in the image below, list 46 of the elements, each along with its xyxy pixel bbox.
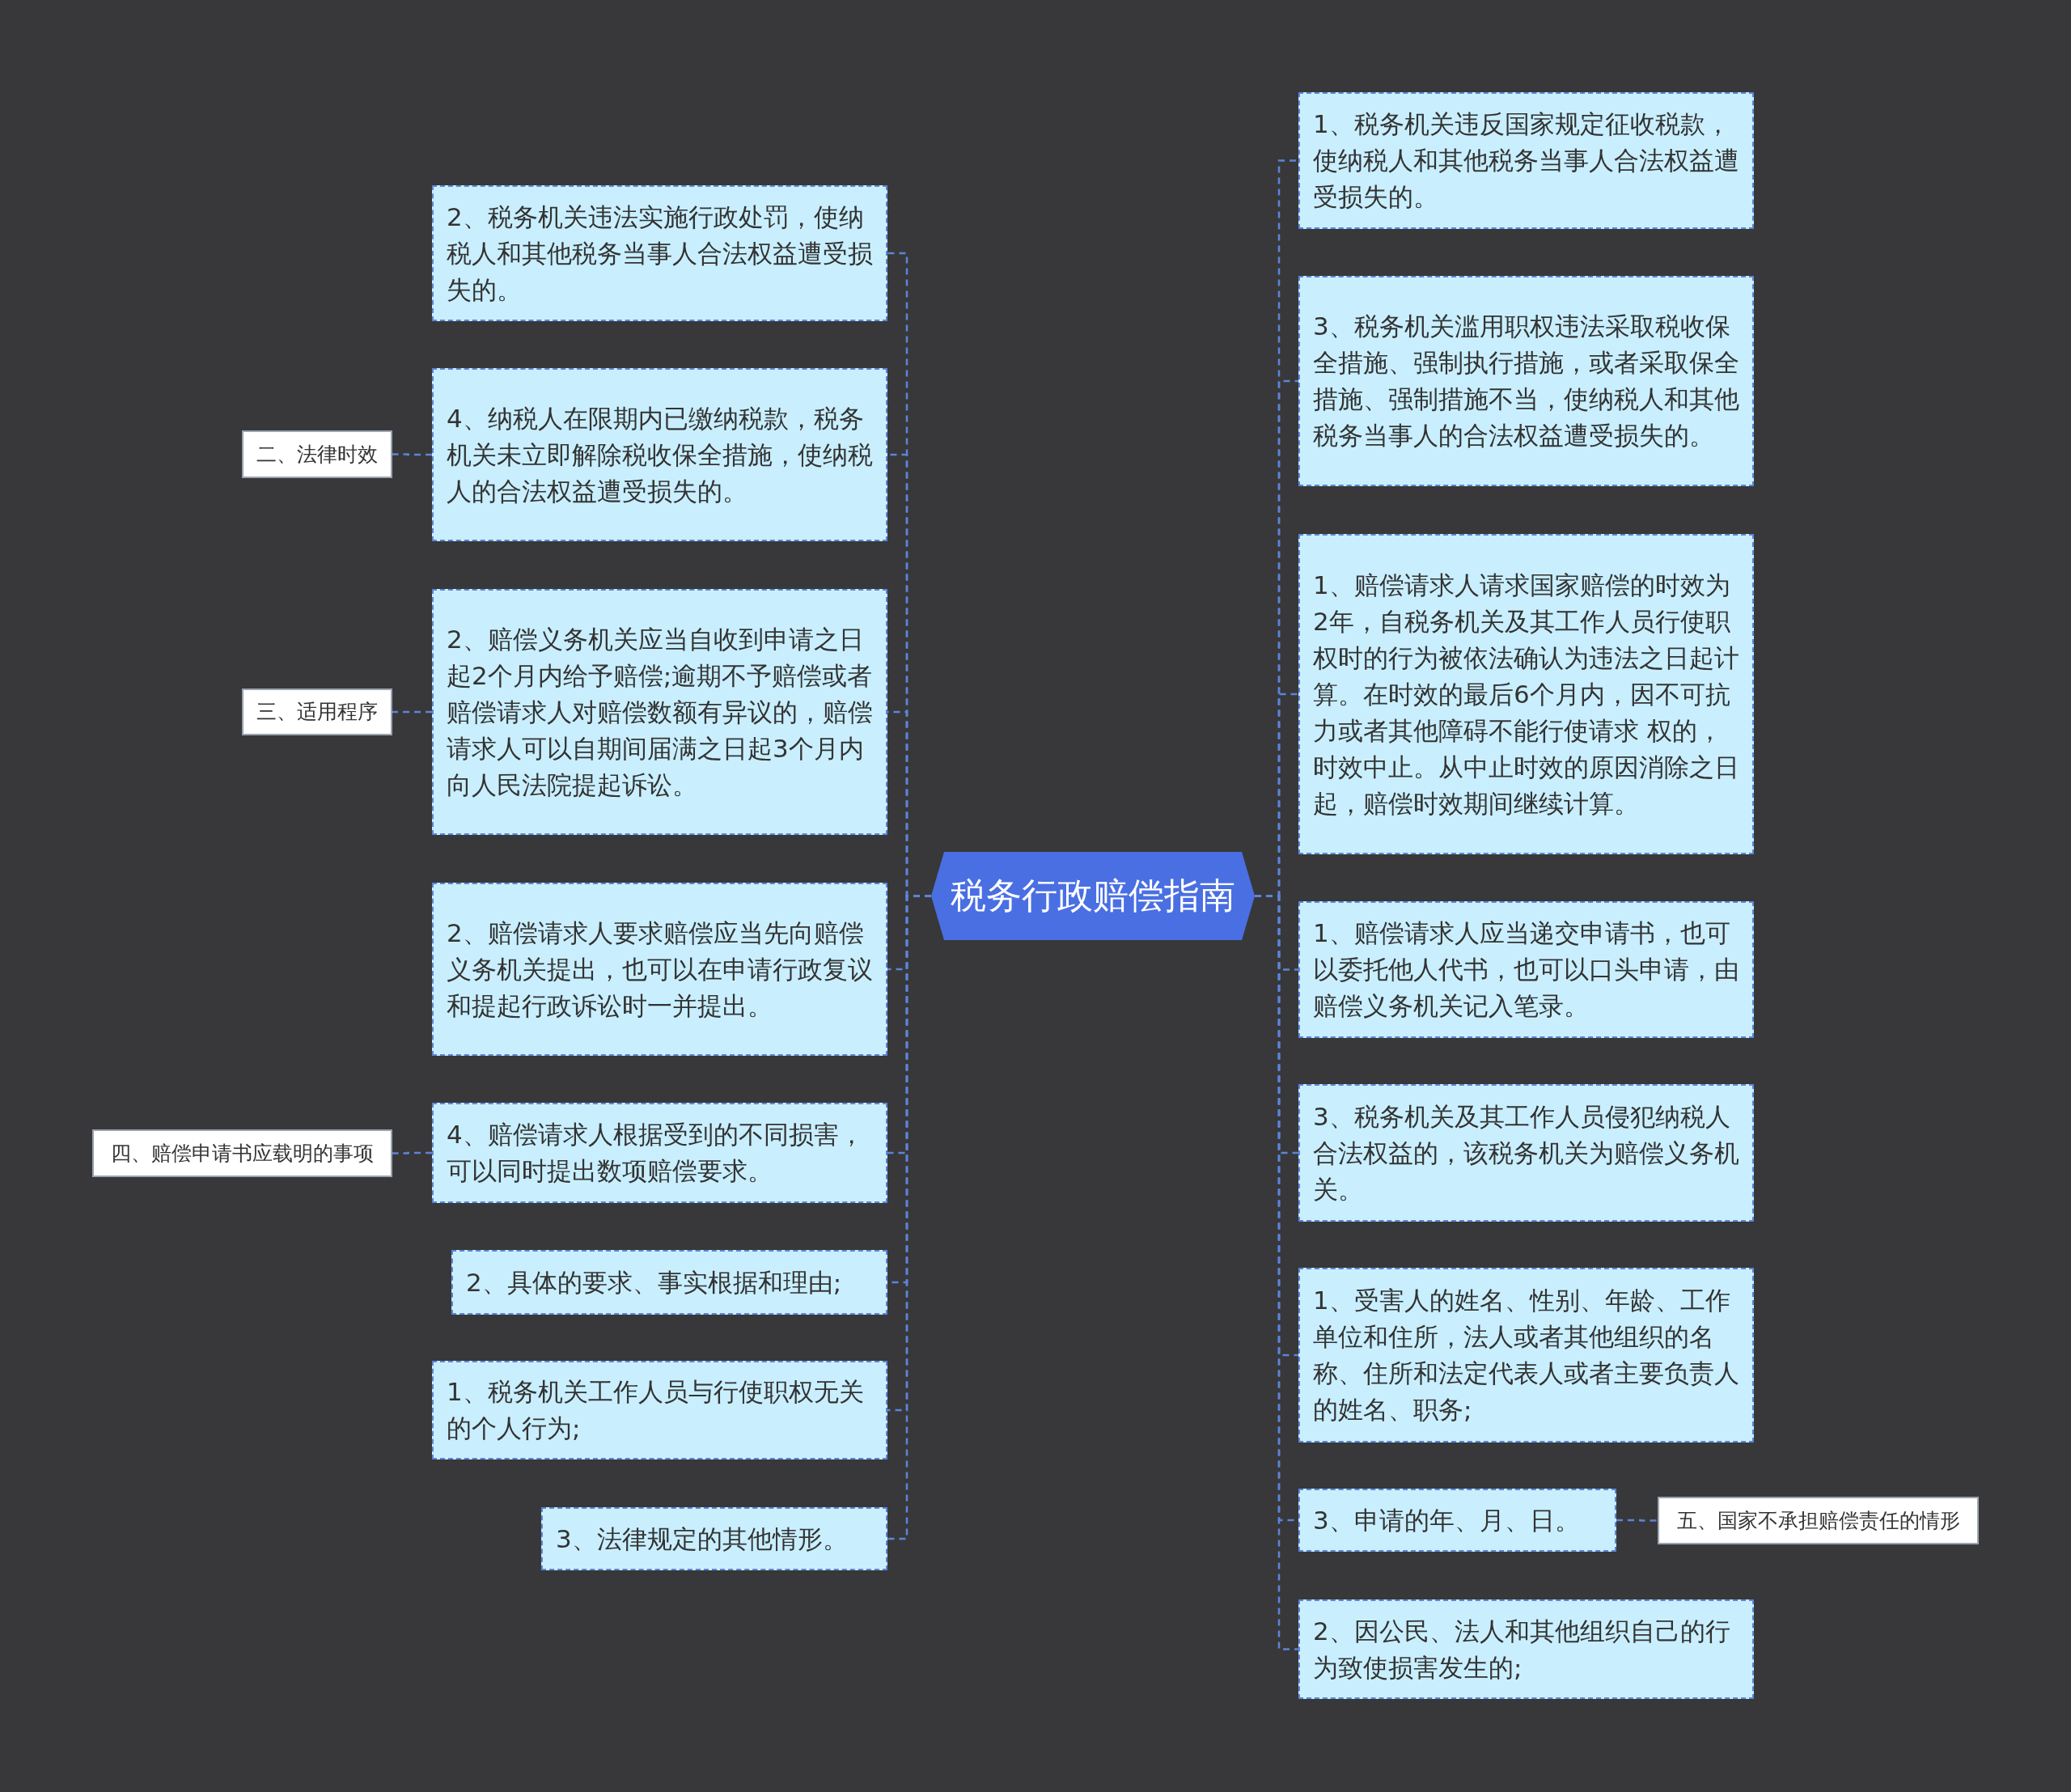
node-text: 4、赔偿请求人根据受到的不同损害，可以同时提出数项赔偿要求。 <box>447 1119 865 1187</box>
node-text: 2、具体的要求、事实根据和理由; <box>466 1266 842 1298</box>
node-text: 1、税务机关工作人员与行使职权无关的个人行为; <box>447 1376 865 1444</box>
node-text: 2、税务机关违法实施行政处罚，使纳税人和其他税务当事人合法权益遭受损失的。 <box>447 201 873 306</box>
node-text: 3、税务机关及其工作人员侵犯纳税人合法权益的，该税务机关为赔偿义务机关。 <box>1313 1100 1739 1205</box>
node-text: 3、法律规定的其他情形。 <box>556 1523 848 1555</box>
node-text: 1、赔偿请求人请求国家赔偿的时效为2年，自税务机关及其工作人员行使职权时的行为被依法确认为违法之日起计算。在时效的最后6个月内，因不可抗力或者其他障碍不能行使请求 权的，时效中止。从中止时效的原因消除之日起，赔偿时效期间继续计算。 <box>1313 569 1739 820</box>
node-text: 五、国家不承担赔偿责任的情形 <box>1676 1507 1960 1534</box>
topic-box <box>451 1250 887 1315</box>
node-text: 1、受害人的姓名、性别、年龄、工作单位和住所，法人或者其他组织的名称、住所和法定代表人或者主要负责人的姓名、职务; <box>1313 1285 1739 1426</box>
topic-box <box>1298 901 1754 1038</box>
topic-box <box>432 185 887 321</box>
topic-box <box>432 1103 887 1203</box>
topic-box <box>432 589 887 835</box>
category-label <box>92 1129 392 1177</box>
node-text: 2、赔偿义务机关应当自收到申请之日起2个月内给予赔偿;逾期不予赔偿或者赔偿请求人对赔偿数额有异议的，赔偿请求人可以自期间届满之日起3个月内向人民法院提起诉讼。 <box>447 623 873 801</box>
node-text: 4、纳税人在限期内已缴纳税款，税务机关未立即解除税收保全措施，使纳税人的合法权益遭受损失的。 <box>447 402 873 507</box>
central-topic <box>931 852 1255 940</box>
node-text: 3、申请的年、月、日。 <box>1313 1504 1580 1536</box>
connector-line <box>392 710 432 714</box>
node-text: 3、税务机关滥用职权违法采取税收保全措施、强制执行措施，或者采取保全措施、强制措施不当，使纳税人和其他税务当事人的合法权益遭受损失的。 <box>1313 311 1739 451</box>
node-text: 三、适用程序 <box>256 699 378 725</box>
topic-box <box>1298 276 1754 486</box>
category-label <box>242 688 392 735</box>
topic-box <box>1298 534 1754 854</box>
topic-box <box>1298 92 1754 229</box>
node-text: 四、赔偿申请书应载明的事项 <box>111 1140 374 1167</box>
topic-box <box>432 1361 887 1459</box>
node-text: 2、因公民、法人和其他组织自己的行为致使损害发生的; <box>1313 1615 1731 1684</box>
connector-line <box>392 1151 432 1154</box>
category-label <box>242 430 392 478</box>
topic-box <box>1298 1489 1616 1552</box>
node-text: 二、法律时效 <box>256 441 378 468</box>
topic-box <box>541 1507 887 1570</box>
topic-box <box>1298 1599 1754 1699</box>
connector-line <box>392 453 432 456</box>
category-label <box>1658 1497 1979 1544</box>
topic-box <box>1298 1268 1754 1442</box>
node-text: 2、赔偿请求人要求赔偿应当先向赔偿义务机关提出，也可以在申请行政复议和提起行政诉讼时一并提出。 <box>447 917 873 1022</box>
node-text: 1、赔偿请求人应当递交申请书，也可以委托他人代书，也可以口头申请，由赔偿义务机关记入笔录。 <box>1313 917 1739 1022</box>
node-text: 税务行政赔偿指南 <box>951 874 1235 917</box>
topic-box <box>432 368 887 541</box>
topic-box <box>1298 1084 1754 1222</box>
connector-line <box>1616 1519 1658 1522</box>
topic-box <box>432 883 887 1056</box>
node-text: 1、税务机关违反国家规定征收税款，使纳税人和其他税务当事人合法权益遭受损失的。 <box>1313 108 1739 213</box>
